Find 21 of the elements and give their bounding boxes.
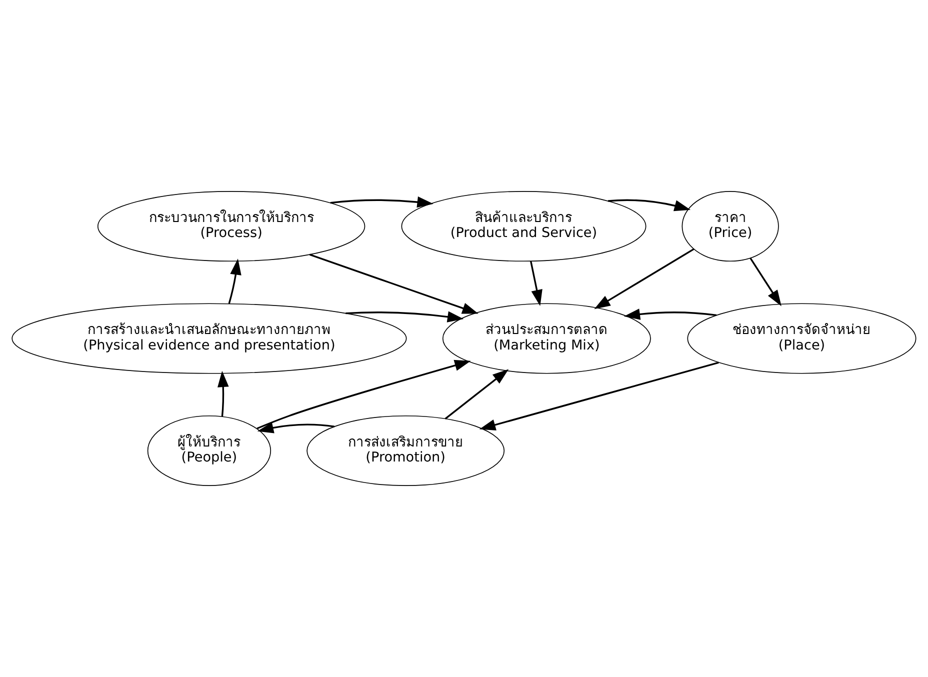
node-ellipse: ผู้ให้บริการ (People) (147, 415, 272, 486)
arrow (444, 369, 509, 420)
node-ellipse: สินค้าและบริการ (Product and Service) (401, 190, 646, 262)
arrow (256, 360, 471, 430)
arrow (257, 422, 335, 434)
node-ellipse: การสร้างและนำเสนอลักษณะทางกายภาพ (Physical evidence and presentation) (12, 303, 407, 374)
node-ellipse: ช่องทางการจัดจำหน่าย (Place) (687, 303, 916, 374)
arrow (228, 258, 242, 304)
arrow (479, 362, 719, 430)
arrow (750, 258, 782, 306)
arrow (530, 261, 542, 306)
arrow (608, 199, 691, 212)
node-ellipse: กระบวนการในการให้บริการ (Process) (97, 190, 366, 262)
arrow (330, 196, 434, 208)
arrow (346, 311, 464, 322)
arrow (594, 248, 694, 310)
arrow (624, 308, 717, 320)
node-ellipse: ราคา (Price) (682, 190, 779, 262)
node-ellipse: การส่งเสริมการขาย (Promotion) (306, 415, 505, 486)
arrow (309, 254, 478, 314)
arrow (217, 370, 229, 417)
